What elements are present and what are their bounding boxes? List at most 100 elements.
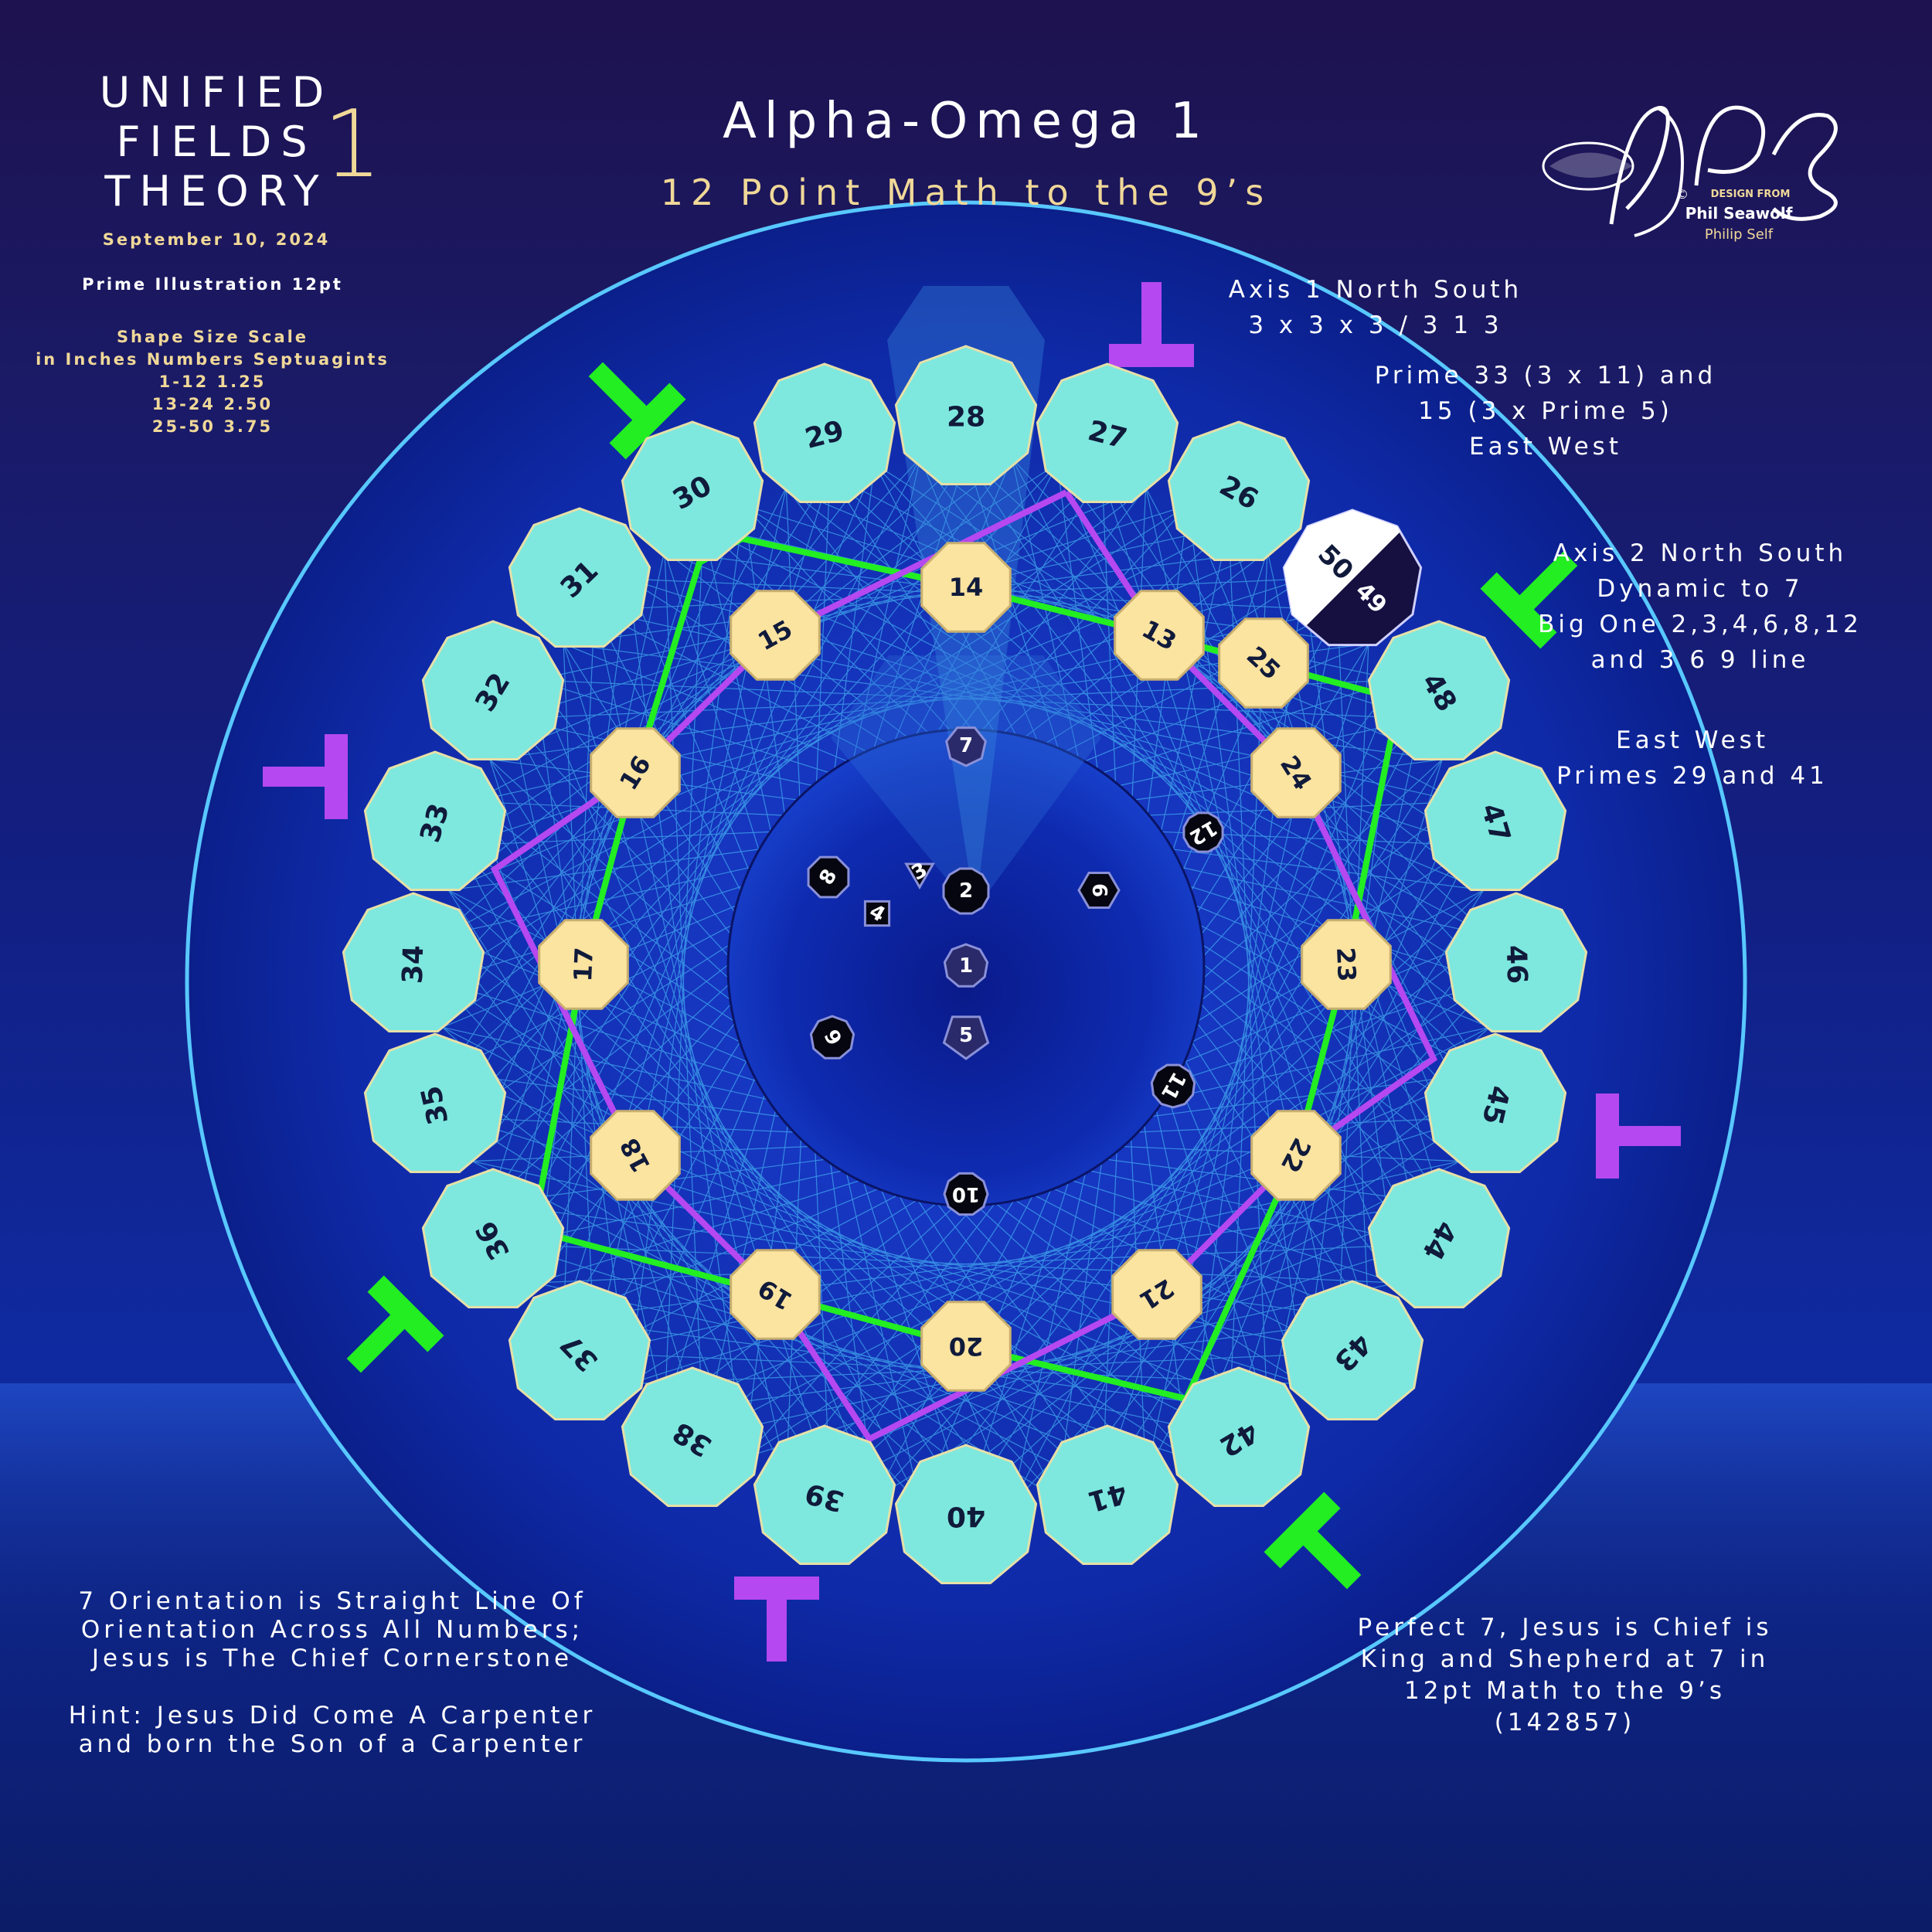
- uft-number: 1: [323, 91, 383, 199]
- outer-shape-30: 30: [621, 420, 764, 561]
- outer-shape-28-shape: [894, 345, 1038, 485]
- middle-shape-22-shape: [1250, 1110, 1342, 1201]
- t-marker-bar: [1264, 1492, 1341, 1569]
- outer-shape-34-shape: [342, 892, 485, 1032]
- note-line: Perfect 7, Jesus is Chief is: [1357, 1614, 1773, 1641]
- scale-line: 25-50 3.75: [151, 417, 274, 436]
- middle-shape-23-label: 23: [1331, 947, 1362, 982]
- middle-shape-17-label: 17: [568, 947, 599, 982]
- center-shape-4: 4: [863, 900, 891, 927]
- center-shape-2-label: 2: [959, 879, 973, 903]
- center-shape-5: 5: [942, 1015, 990, 1060]
- mesh-line: [489, 526, 704, 1204]
- mesh-line: [471, 505, 745, 1162]
- middle-shape-17-shape: [538, 919, 629, 1010]
- t-marker-bar: [1596, 1094, 1619, 1179]
- middle-shape-22: 22: [1250, 1110, 1342, 1201]
- middle-shape-15: 15: [730, 590, 821, 681]
- mesh-line: [743, 505, 1422, 719]
- mesh-line: [440, 457, 921, 982]
- mesh-line: [535, 526, 1230, 681]
- mesh-line: [786, 1202, 1443, 1476]
- center-shape-3-shape: [904, 862, 935, 890]
- center-shape-5-shape: [942, 1015, 990, 1060]
- outer-shape-38: 38: [621, 1366, 764, 1507]
- logo-name: Phil Seawolf: [1685, 204, 1793, 223]
- note-line: Axis 1 North South: [1228, 276, 1523, 304]
- mesh-line: [510, 505, 1189, 719]
- t-marker-icon: [1109, 282, 1194, 367]
- center-shape-7-label: 7: [959, 734, 973, 757]
- t-marker-stem: [1516, 551, 1578, 613]
- note-line: and 3 6 9 line: [1590, 646, 1810, 674]
- mesh-line: [1187, 505, 1304, 1384]
- seawolf-logo-icon: [1542, 105, 1838, 237]
- mesh-line: [489, 759, 704, 1437]
- note-line: Orientation Across All Numbers;: [80, 1616, 584, 1644]
- middle-shape-16: 16: [590, 727, 681, 818]
- middle-shape-18-shape: [590, 1110, 681, 1201]
- middle-shape-20-label: 20: [949, 1332, 984, 1361]
- outer-shape-26-shape: [1167, 420, 1311, 561]
- middle-shape-21-shape: [1111, 1249, 1202, 1340]
- note-line: King and Shepherd at 7 in: [1360, 1645, 1770, 1673]
- note-line: Axis 2 North South: [1553, 539, 1848, 567]
- center-shape-1-shape: [943, 943, 989, 988]
- outer-shape-39-shape: [753, 1424, 896, 1565]
- middle-shape-13: 13: [1114, 590, 1205, 681]
- center-shape-8-shape: [807, 855, 850, 899]
- middle-shape-25-shape: [1218, 617, 1309, 709]
- outer-shape-27: 27: [1036, 362, 1179, 503]
- mesh-line: [535, 1282, 1230, 1437]
- middle-shape-14-shape: [920, 542, 1012, 633]
- note-line: (142857): [1494, 1709, 1636, 1736]
- center-shape-10: 10: [943, 1172, 989, 1216]
- center-shape-10-label: 10: [952, 1182, 980, 1206]
- outer-shape-28: 28: [894, 345, 1038, 485]
- center-shape-1-label: 1: [959, 954, 973, 978]
- outer-shape-35: 35: [363, 1032, 507, 1173]
- middle-shape-23-shape: [1301, 919, 1392, 1010]
- center-shape-6-shape: [1077, 872, 1121, 909]
- scale-line: in Inches Numbers Septuagints: [36, 350, 389, 369]
- mesh-line: [447, 457, 1012, 891]
- t-marker-stem: [1141, 282, 1162, 348]
- scale-line: Shape Size Scale: [116, 328, 309, 346]
- outer-shape-33-shape: [363, 750, 507, 891]
- t-marker-icon: [346, 1275, 444, 1373]
- outer-shape-44-shape: [1367, 1168, 1511, 1308]
- t-marker-icon: [588, 362, 686, 460]
- center-shape-12-shape: [1182, 811, 1224, 853]
- outer-shape-39: 39: [753, 1424, 896, 1565]
- center-shape-9: 9: [809, 1015, 855, 1060]
- mesh-line: [965, 455, 1490, 937]
- outer-shape-37: 37: [508, 1280, 651, 1420]
- note-line: [62, 1673, 603, 1702]
- center-shape-8: 8: [807, 855, 850, 899]
- outer-shape-31: 31: [508, 507, 651, 648]
- center-shape-12: 12: [1182, 811, 1224, 853]
- outer-shape-48-shape: [1367, 620, 1511, 760]
- t-marker-stem: [588, 362, 650, 423]
- note-line: Dynamic to 7: [1597, 575, 1804, 603]
- scale-line: 1-12 1.25: [158, 372, 267, 391]
- outer-shape-36: 36: [421, 1168, 565, 1308]
- mesh-line: [442, 455, 967, 937]
- middle-shape-18: 18: [590, 1110, 681, 1201]
- middle-shape-23: 23: [1301, 919, 1392, 1010]
- center-shape-11-shape: [1150, 1063, 1196, 1109]
- outer-shape-47: 47: [1423, 750, 1567, 891]
- middle-shape-13-shape: [1114, 590, 1205, 681]
- t-marker-stem: [767, 1596, 787, 1662]
- middle-shape-25: 25: [1218, 617, 1309, 709]
- orientation-note: 7 Orientation is Straight Line Of Orient…: [62, 1587, 603, 1759]
- t-marker-icon: [263, 734, 348, 819]
- center-shape-2-shape: [942, 867, 990, 915]
- outer-shape-42-shape: [1167, 1366, 1311, 1507]
- mesh-line: [1011, 981, 1492, 1505]
- center-shape-9-shape: [809, 1015, 855, 1060]
- t-markers: [263, 282, 1681, 1662]
- uft-title: UNIFIED FIELDS THEORY: [93, 68, 340, 216]
- middle-shape-24: 24: [1250, 727, 1342, 818]
